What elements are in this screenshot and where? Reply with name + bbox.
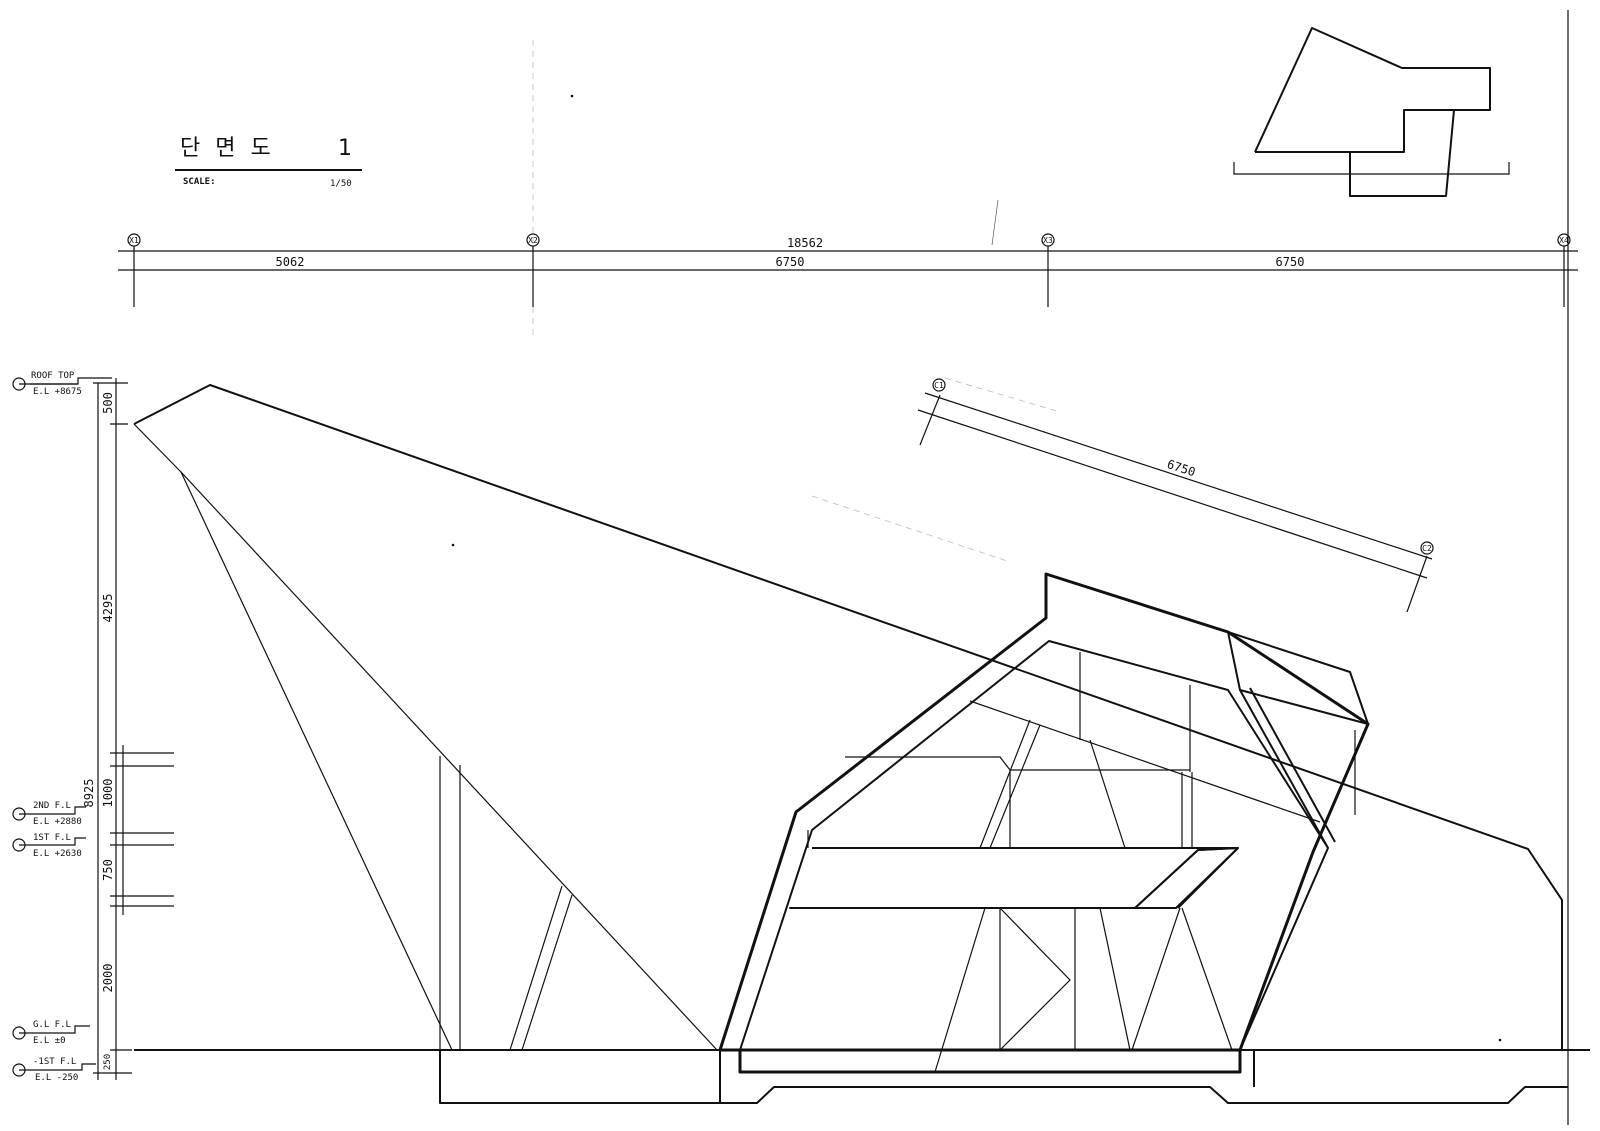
roof-inner-diagonal — [180, 471, 453, 1051]
vdim-2000: 2000 — [101, 964, 115, 993]
inclined-dim-line-1 — [924, 392, 1433, 560]
overall-dimension: 18562 — [787, 236, 823, 250]
level-markers: ROOF TOP E.L +8675 2ND F.L E.L +2880 1ST… — [12, 371, 112, 1083]
drafting-mark — [991, 199, 999, 246]
roof-front-edge — [133, 423, 718, 1051]
grid-bubble-x1 — [127, 233, 141, 247]
level-step-roof — [30, 377, 112, 385]
vdim-1000: 1000 — [101, 779, 115, 808]
lower-glass-b — [1131, 907, 1181, 1051]
roof-light-diagonal-b — [1249, 687, 1336, 843]
lower-glass-d — [1181, 907, 1233, 1051]
key-plan — [1233, 27, 1510, 197]
vdim-250: 250 — [103, 1054, 113, 1070]
span-dimension-1: 5062 — [276, 255, 305, 269]
grid-label-x2: X2 — [528, 236, 538, 245]
roof-outline — [133, 384, 1563, 1050]
grid-bubble-x3 — [1041, 233, 1055, 247]
strut-b — [521, 894, 573, 1051]
level-name-1st: 1ST F.L — [33, 833, 71, 843]
inclined-faint-1 — [944, 377, 1061, 413]
roof-light-box — [1227, 631, 1369, 725]
grid-bubble-x4 — [1557, 233, 1571, 247]
level-el-gl: E.L ±0 — [33, 1036, 66, 1046]
lower-glass-c — [934, 907, 986, 1073]
vdim-750: 750 — [101, 859, 115, 881]
level-step-b1 — [19, 1063, 96, 1071]
key-plan-section-line — [1233, 162, 1510, 175]
inclined-dimension: C1 C2 6750 — [811, 377, 1434, 613]
volume-inner-shell — [739, 640, 1329, 1051]
upper-slab-line — [790, 847, 1239, 909]
drafting-dot — [1498, 1038, 1502, 1042]
inclined-span-dimension: 6750 — [1165, 457, 1197, 479]
key-plan-outline — [1254, 27, 1491, 153]
grid-label-x4: X4 — [1559, 236, 1569, 245]
grid-bubble-x2 — [526, 233, 540, 247]
grid-bubble-c2 — [1420, 541, 1434, 555]
level-el-b1: E.L -250 — [35, 1073, 78, 1083]
level-name-gl: G.L F.L — [33, 1020, 71, 1030]
strut-a — [509, 885, 563, 1051]
grid-label-c1: C1 — [934, 381, 944, 390]
interior-diagonal-1 — [969, 700, 1321, 823]
grid-bubble-c1 — [932, 378, 946, 392]
level-step-gl — [19, 1025, 90, 1034]
inclined-faint-2 — [811, 495, 1011, 563]
vdim-500: 500 — [101, 392, 115, 414]
drawing-number: 1 — [338, 136, 356, 161]
inclined-dim-line-2 — [917, 409, 1428, 579]
level-el-roof: E.L +8675 — [33, 387, 82, 397]
scale-value: 1/50 — [330, 179, 352, 189]
lower-glass-a — [1099, 907, 1131, 1051]
upper-slab-ceiling — [812, 847, 1239, 909]
lower-door-swing — [999, 907, 1071, 1051]
level-name-b1: -1ST F.L — [33, 1057, 76, 1067]
upper-slab-top — [789, 847, 1239, 909]
level-name-2nd: 2ND F.L — [33, 801, 71, 811]
drafting-dot — [570, 94, 574, 98]
grid-dimension-lines: X1 X2 X3 X4 18562 5062 6750 6750 — [118, 40, 1578, 340]
grid-label-c2: C2 — [1422, 544, 1432, 553]
span-dimension-2: 6750 — [776, 255, 805, 269]
drawing-title: 단 면 도 — [180, 136, 275, 161]
roof-light-diagonal-a — [1239, 689, 1329, 849]
inclined-tick-c1 — [919, 394, 941, 446]
inclined-tick-c2 — [1406, 555, 1428, 613]
interior-stair-a — [989, 724, 1041, 849]
interior-railing — [845, 756, 1011, 848]
level-el-2nd: E.L +2880 — [33, 817, 82, 827]
interior-stair-b — [979, 719, 1031, 849]
interior-stair-c — [1089, 739, 1126, 849]
building-section — [133, 94, 1590, 1104]
span-dimension-3: 6750 — [1276, 255, 1305, 269]
scale-label: SCALE: — [183, 177, 216, 187]
level-name-roof: ROOF TOP — [31, 371, 75, 381]
grid-label-x3: X3 — [1043, 236, 1053, 245]
basement-slab-outline — [439, 1050, 1568, 1104]
level-step-1st — [19, 837, 86, 846]
title-block: 단 면 도 1 SCALE: 1/50 — [175, 136, 362, 189]
drafting-dot — [451, 543, 455, 547]
vertical-dimensions: 8925 500 4295 1000 750 2000 250 — [82, 378, 174, 1080]
level-el-1st: E.L +2630 — [33, 849, 82, 859]
volume-floor-slab — [738, 1050, 1242, 1074]
level-step-2nd — [19, 806, 86, 815]
grid-label-x1: X1 — [129, 236, 139, 245]
vdim-4295: 4295 — [101, 594, 115, 623]
vdim-total: 8925 — [82, 779, 96, 808]
